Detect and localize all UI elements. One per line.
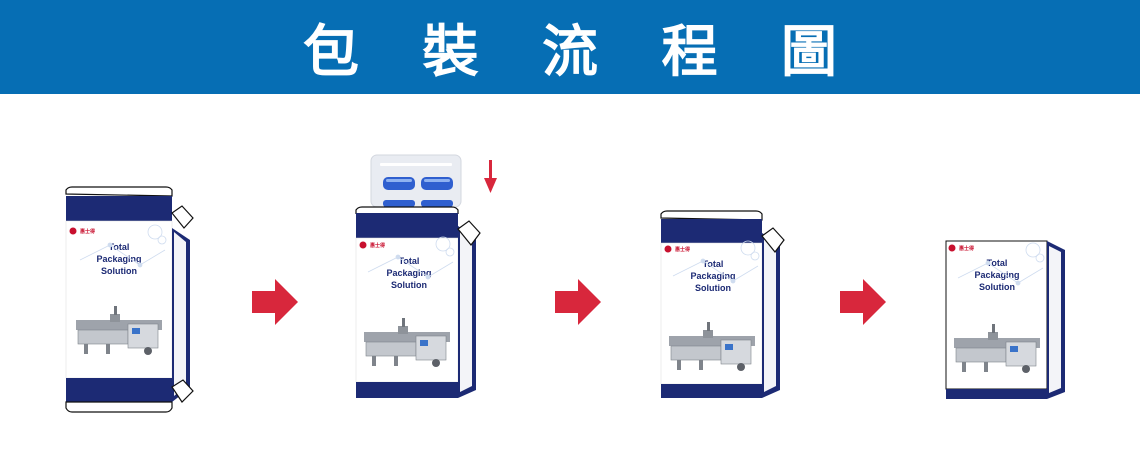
- carton-front-panel: [65, 220, 173, 379]
- insert-down-arrow: [484, 160, 497, 193]
- carton-bottom-band: [66, 378, 172, 402]
- brand-logo-icon: [69, 227, 77, 235]
- box-text-line2: Packaging: [386, 268, 431, 278]
- brand-name: 惠士得: [80, 228, 95, 235]
- box-text-line1: Total: [703, 259, 724, 269]
- carton-top-band: [66, 196, 172, 221]
- flow-arrow-1: [252, 279, 298, 325]
- box-text-line2: Packaging: [690, 271, 735, 281]
- box-text-line3: Solution: [695, 283, 731, 293]
- blister-tray: [370, 154, 462, 208]
- step-flat-carton: 惠士得 Total Packaging Solution: [65, 186, 194, 413]
- box-text-line3: Solution: [979, 282, 1015, 292]
- step-closed-carton: 惠士得 Total Packaging Solution: [660, 210, 785, 398]
- brand-name: 惠士得: [370, 242, 385, 249]
- box-text-line2: Packaging: [974, 270, 1019, 280]
- title-banner: 包 裝 流 程 圖: [0, 0, 1140, 94]
- box-text-line1: Total: [109, 242, 130, 252]
- step-sealed-carton: 惠士得 Total Packaging Solution: [945, 240, 1065, 399]
- box-text-line1: Total: [399, 256, 420, 266]
- box-text-line2: Packaging: [96, 254, 141, 264]
- flow-arrow-2: [555, 279, 601, 325]
- brand-name: 惠士得: [959, 245, 974, 252]
- brand-name: 惠士得: [675, 246, 690, 253]
- step-insert-product: 惠士得 Total Packaging Solution: [355, 154, 497, 398]
- page-title: 包 裝 流 程 圖: [303, 19, 859, 85]
- box-text-line3: Solution: [391, 280, 427, 290]
- box-text-line1: Total: [987, 258, 1008, 268]
- box-text-line3: Solution: [101, 266, 137, 276]
- flow-arrow-3: [840, 279, 886, 325]
